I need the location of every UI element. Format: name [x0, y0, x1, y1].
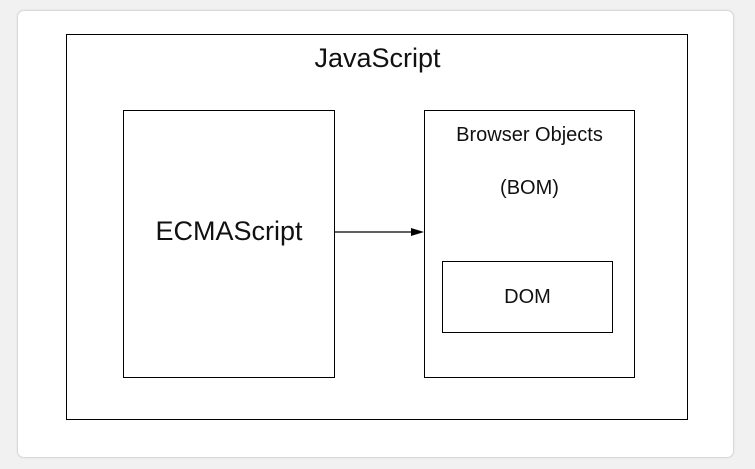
javascript-title: JavaScript — [314, 43, 441, 73]
ecmascript-label: ECMAScript — [155, 216, 303, 246]
browser-objects-label: Browser Objects — [456, 124, 603, 146]
bom-label: (BOM) — [500, 177, 559, 199]
dom-box — [442, 261, 613, 333]
browser-objects-box — [424, 110, 635, 378]
ecmascript-box — [123, 110, 335, 378]
dom-label: DOM — [504, 286, 551, 308]
